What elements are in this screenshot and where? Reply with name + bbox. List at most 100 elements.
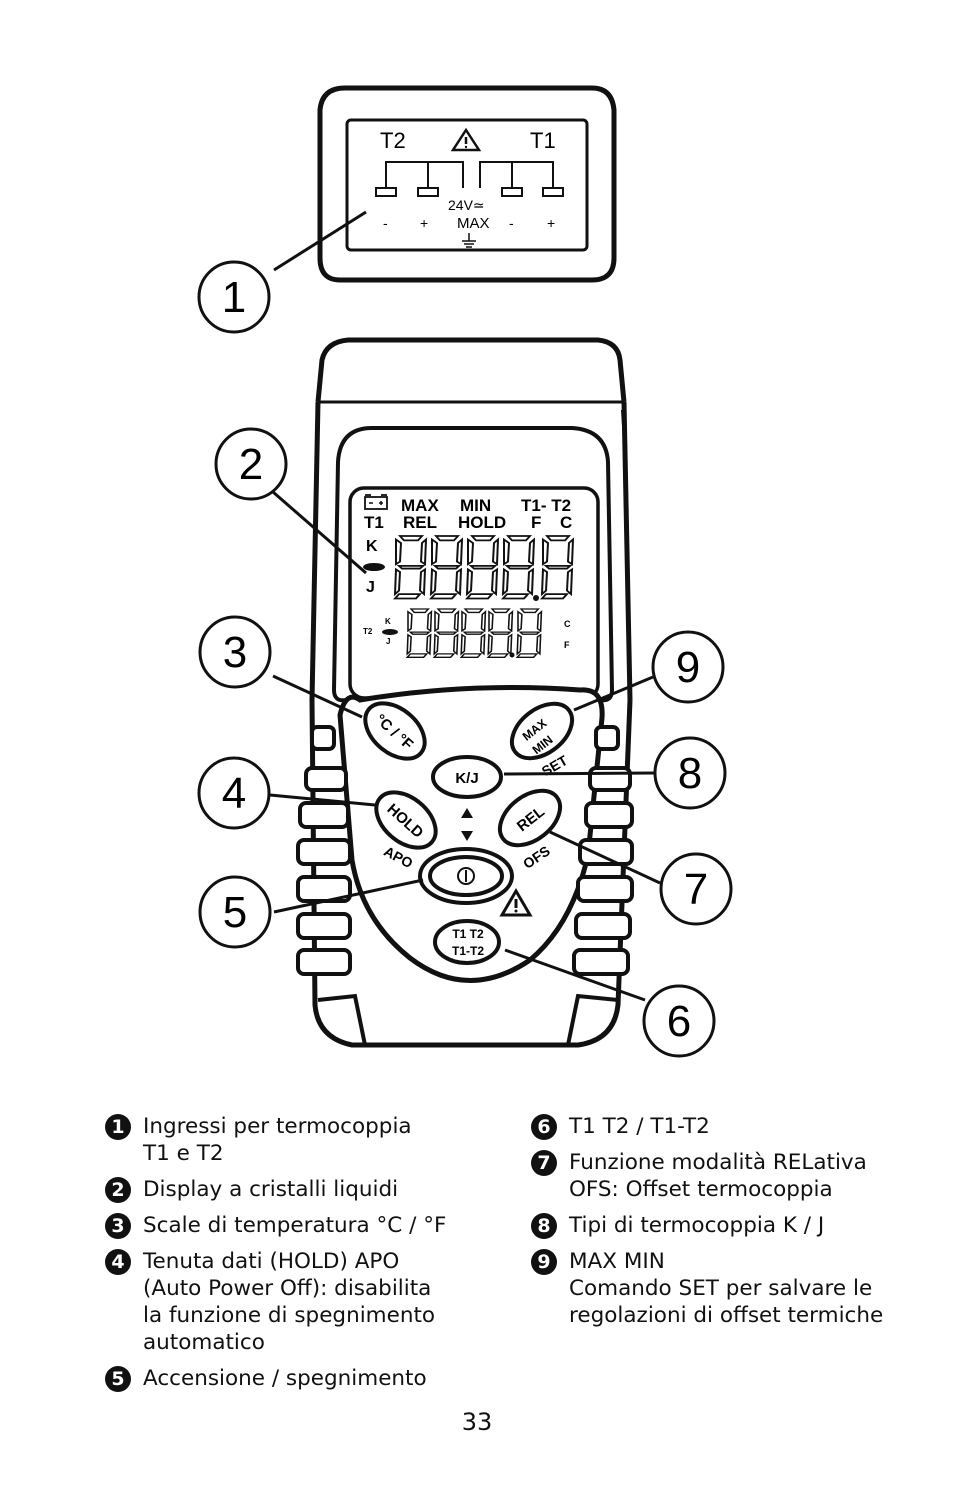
lcd-c-label: C (560, 513, 572, 532)
rel-button[interactable]: REL (490, 780, 571, 857)
meter-diagram: T2 T1 24V≃ MAX - + - + (197, 85, 733, 1058)
legend-text-line: Display a cristalli liquidi (143, 1177, 399, 1202)
arrow-icons (461, 808, 473, 841)
kj-button[interactable]: K/J (431, 755, 503, 799)
lcd-small-j: J (386, 637, 390, 646)
warning-icon (450, 127, 482, 152)
pin-t1-plus (542, 187, 564, 197)
callout-2: 2 (239, 440, 263, 489)
max-min-button[interactable]: MAX MIN (502, 693, 583, 770)
ground-icon (462, 233, 476, 248)
t1-t2-button-bottom-label: T1-T2 (452, 944, 484, 958)
power-icon (457, 867, 475, 885)
plus-left-label: + (420, 215, 428, 231)
legend-text-line: Scale di temperatura °C / °F (143, 1213, 447, 1238)
lcd-t1-label: T1 (364, 513, 384, 532)
legend-text-line: Ingressi per termocoppia (143, 1114, 412, 1139)
connector-t1-label: T1 (530, 128, 556, 153)
warning-icon-keypad (499, 888, 533, 917)
legend-number-badge: 4 (105, 1249, 131, 1275)
lcd-min-label: MIN (460, 496, 491, 515)
legend-text-line: regolazioni di offset termiche (569, 1303, 884, 1328)
legend-item-4: 4 Tenuta dati (HOLD) APO(Auto Power Off):… (105, 1248, 505, 1356)
callout-6: 6 (667, 997, 691, 1046)
max-label: MAX (457, 215, 490, 232)
legend-text-line: OFS: Offset termocoppia (569, 1177, 833, 1202)
legend-number-badge: 5 (105, 1366, 131, 1392)
legend-number-badge: 7 (531, 1150, 557, 1176)
pin-t2-plus (417, 187, 439, 197)
lcd-small-k: K (385, 617, 391, 626)
callout-3: 3 (223, 628, 247, 677)
page-number: 33 (461, 1408, 493, 1436)
legend-number-badge: 1 (105, 1114, 131, 1140)
voltage-label: 24V≃ (448, 197, 485, 213)
lcd-f-label: F (531, 513, 541, 532)
lcd-type-indicator (363, 563, 385, 571)
lcd-small-indicator (382, 629, 398, 635)
up-arrow-icon (461, 808, 473, 818)
legend-number-badge: 8 (531, 1213, 557, 1239)
legend-item-8: 8 Tipi di termocoppia K / J (531, 1212, 931, 1239)
minus-left-label: - (383, 215, 388, 231)
hold-button[interactable]: HOLD (366, 781, 446, 858)
callout-5: 5 (223, 888, 247, 937)
pin-t2-minus (375, 187, 397, 197)
t1-t2-button[interactable]: T1 T2 T1-T2 (433, 919, 501, 965)
legend-item-2: 2 Display a cristalli liquidi (105, 1176, 505, 1203)
t1-t2-button-top-label: T1 T2 (452, 927, 484, 941)
legend-text-line: automatico (143, 1330, 265, 1355)
legend-text-line: Tipi di termocoppia K / J (569, 1213, 825, 1238)
lcd-hold-label: HOLD (458, 513, 506, 532)
legend-right: 6 T1 T2 / T1-T2 7 Funzione modalità RELativ… (531, 1113, 931, 1338)
pin-t1-minus (501, 187, 523, 197)
unit-button[interactable]: °C / °F (355, 692, 435, 769)
legend-item-6: 6 T1 T2 / T1-T2 (531, 1113, 931, 1140)
legend-text-line: Tenuta dati (HOLD) APO (143, 1249, 400, 1274)
down-arrow-icon (461, 831, 473, 841)
legend-text-line: la funzione di spegnimento (143, 1303, 436, 1328)
legend-text-line: Funzione modalità RELativa (569, 1150, 867, 1175)
legend-number-badge: 9 (531, 1249, 557, 1275)
battery-icon (364, 494, 388, 510)
kj-button-label: K/J (455, 770, 478, 787)
legend-item-3: 3 Scale di temperatura °C / °F (105, 1212, 505, 1239)
lcd-rel-label: REL (403, 513, 437, 532)
legend-text-line: T1 e T2 (143, 1141, 224, 1166)
lcd-small-t2: T2 (363, 627, 373, 636)
lcd-small-f: F (564, 640, 570, 650)
plus-right-label: + (547, 215, 555, 231)
legend-number-badge: 6 (531, 1114, 557, 1140)
callout-9: 9 (676, 643, 700, 692)
callout-4: 4 (222, 769, 246, 818)
legend-text-line: Accensione / spegnimento (143, 1366, 427, 1391)
lcd-display: MAX MIN T1- T2 T1 REL HOLD F C K J K T2 … (363, 494, 574, 659)
lcd-main-digits (394, 535, 574, 601)
callouts (197, 210, 733, 1058)
minus-right-label: - (509, 215, 514, 231)
lcd-j-label: J (366, 579, 375, 596)
legend-number-badge: 3 (105, 1213, 131, 1239)
power-button[interactable] (418, 847, 514, 905)
lcd-t1-t2-label: T1- T2 (521, 496, 571, 515)
legend-text-line: T1 T2 / T1-T2 (569, 1114, 710, 1139)
lcd-small-c: C (564, 619, 571, 629)
legend-text-line: Comando SET per salvare le (569, 1276, 873, 1301)
lcd-secondary-digits (406, 608, 543, 659)
thermocouple-connector: T2 T1 24V≃ MAX - + - + (317, 85, 617, 283)
callout-7: 7 (684, 865, 708, 914)
side-grips (296, 725, 634, 976)
callout-1: 1 (222, 273, 246, 322)
lcd-k-label: K (366, 538, 378, 555)
legend-number-badge: 2 (105, 1177, 131, 1203)
connector-t2-label: T2 (380, 128, 406, 153)
legend-text-line: (Auto Power Off): disabilita (143, 1276, 432, 1301)
lcd-max-label: MAX (401, 496, 439, 515)
legend-text-line: MAX MIN (569, 1249, 665, 1274)
callout-8: 8 (678, 749, 702, 798)
legend-item-5: 5 Accensione / spegnimento (105, 1365, 505, 1392)
